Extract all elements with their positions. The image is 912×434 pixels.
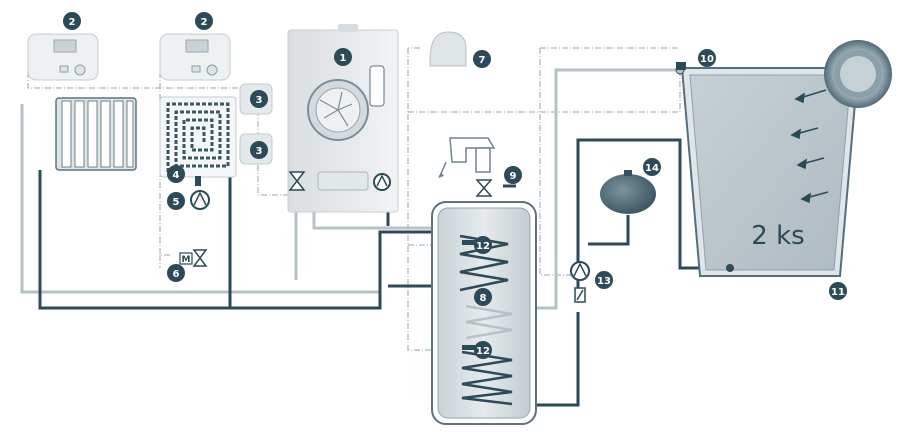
badge-boiler: 1 bbox=[334, 48, 352, 66]
outdoor-sensor-device bbox=[429, 31, 467, 67]
badge-controller-left: 2 bbox=[63, 12, 81, 30]
faucet bbox=[438, 137, 496, 178]
svg-text:5: 5 bbox=[173, 197, 180, 208]
svg-text:1: 1 bbox=[340, 53, 347, 64]
badge-room-unit-bottom: 3 bbox=[250, 141, 268, 159]
expansion-vessel-device bbox=[600, 170, 656, 214]
motor-label: M bbox=[182, 255, 191, 265]
pump-floor bbox=[190, 190, 210, 210]
solar-collector bbox=[675, 62, 860, 277]
badge-expansion-vessel: 14 bbox=[643, 158, 661, 176]
badge-mixing-valve: 6 bbox=[167, 264, 185, 282]
badge-floor-sensor: 4 bbox=[167, 165, 185, 183]
floor-sensor-device bbox=[195, 176, 201, 186]
pump-solar bbox=[570, 261, 590, 281]
badge-room-unit-top: 3 bbox=[250, 90, 268, 108]
controller-left-device bbox=[27, 33, 99, 81]
svg-text:12: 12 bbox=[476, 346, 490, 357]
collector-label: 2 ks bbox=[751, 221, 804, 251]
radiator bbox=[55, 97, 137, 171]
underfloor-heating bbox=[159, 96, 237, 178]
badge-solar-pump: 13 bbox=[595, 271, 613, 289]
svg-text:4: 4 bbox=[173, 170, 180, 181]
badge-tank: 8 bbox=[474, 288, 492, 306]
pump-boiler bbox=[373, 173, 391, 191]
badge-collector: 11 bbox=[829, 282, 847, 300]
valve-boiler bbox=[288, 171, 306, 191]
sun bbox=[824, 40, 892, 108]
badge-collector-sensor: 10 bbox=[698, 49, 716, 67]
valve-mixing: M bbox=[179, 249, 208, 267]
controller-right-device bbox=[159, 33, 231, 81]
svg-text:8: 8 bbox=[480, 293, 487, 304]
badge-tank-sensor-top: 12 bbox=[474, 236, 492, 254]
valve-tap bbox=[475, 179, 493, 197]
svg-text:9: 9 bbox=[510, 171, 517, 182]
svg-text:3: 3 bbox=[256, 95, 263, 106]
svg-text:7: 7 bbox=[479, 55, 486, 66]
svg-text:3: 3 bbox=[256, 146, 263, 157]
sun-rays bbox=[790, 89, 829, 204]
badge-outdoor-sensor: 7 bbox=[473, 50, 491, 68]
svg-text:2: 2 bbox=[69, 17, 76, 28]
boiler bbox=[287, 24, 399, 213]
svg-text:2: 2 bbox=[201, 17, 208, 28]
svg-text:12: 12 bbox=[476, 241, 490, 252]
badges: 2 2 1 7 3 3 4 5 6 9 10 11 12 12 8 13 14 bbox=[63, 12, 847, 359]
svg-text:11: 11 bbox=[831, 287, 845, 298]
svg-text:14: 14 bbox=[645, 163, 659, 174]
svg-text:10: 10 bbox=[700, 54, 714, 65]
check-valve-solar bbox=[574, 287, 586, 303]
badge-floor-pump: 5 bbox=[167, 192, 185, 210]
storage-tank bbox=[431, 201, 537, 425]
svg-text:13: 13 bbox=[597, 276, 611, 287]
badge-tap-valve: 9 bbox=[504, 166, 522, 184]
badge-controller-right: 2 bbox=[195, 12, 213, 30]
badge-tank-sensor-bottom: 12 bbox=[474, 341, 492, 359]
svg-text:6: 6 bbox=[173, 269, 180, 280]
